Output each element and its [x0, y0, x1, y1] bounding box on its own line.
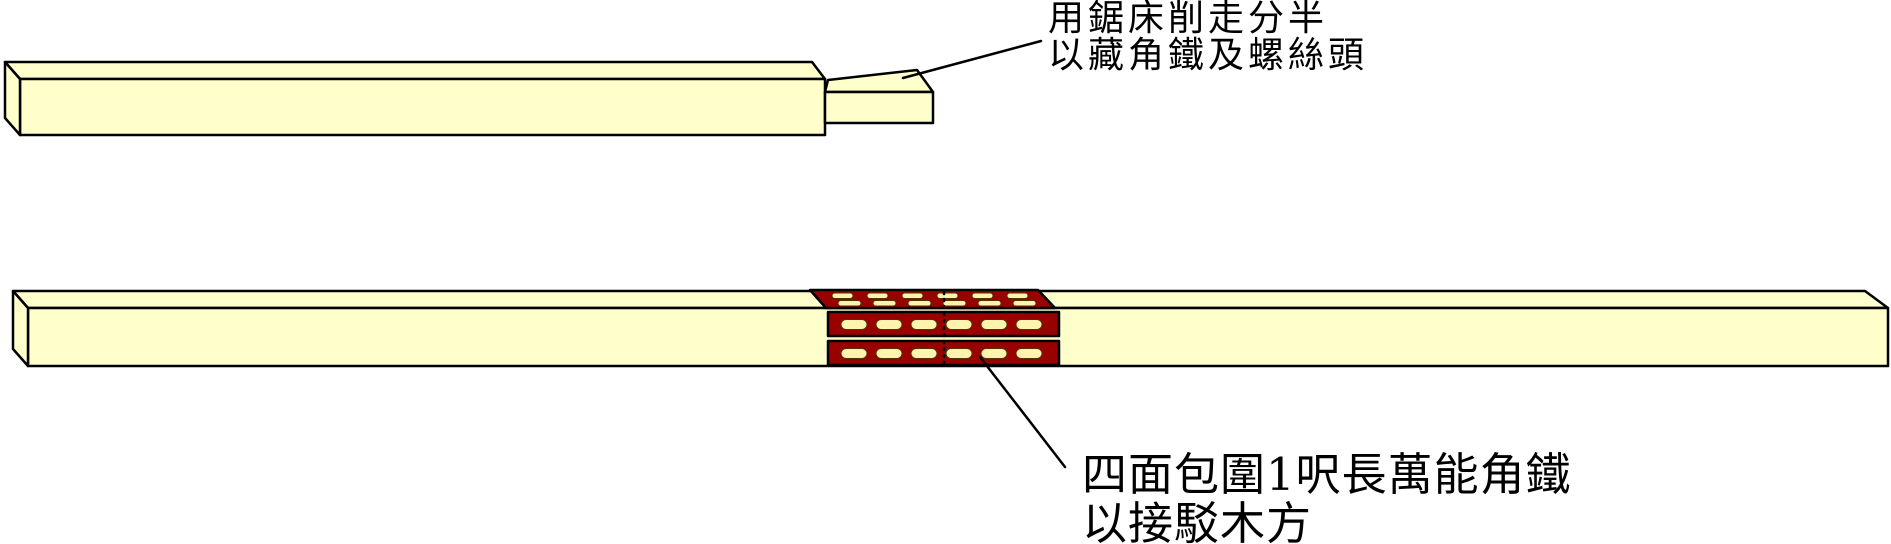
top-annotation-leader — [901, 39, 1043, 80]
bracket-lower-band-slots-slot — [980, 348, 1008, 359]
bracket-top-slot-row-front-slot — [942, 300, 967, 307]
bottom-annotation-leader — [978, 355, 1067, 469]
top-annotation-line1: 用鋸床削走分半 — [1048, 0, 1329, 39]
top-annotation-line2: 以藏角鐵及螺絲頭 — [1048, 35, 1369, 76]
bracket-top-slot-row-back-slot — [971, 292, 994, 299]
bracket-upper-band-slots-slot — [910, 319, 938, 330]
bracket-upper-band-slots-slot — [875, 319, 903, 330]
bracket-lower-band-slots-slot — [1015, 348, 1043, 359]
bracket-top-slot-row-back-slot — [936, 292, 959, 299]
bracket-top-slot-row-back-slot — [901, 292, 924, 299]
top-annotation: 用鋸床削走分半 以藏角鐵及螺絲頭 — [1048, 0, 1368, 74]
bottom-annotation-line1: 四面包圍1呎長萬能角鐵 — [1082, 448, 1572, 501]
bracket-lower-band-slots-slot — [910, 348, 938, 359]
bracket-top-slot-row-front-slot — [872, 300, 897, 307]
bracket-top-slot-row-front-slot — [837, 300, 862, 307]
bracket-top-slot-row-front-slot — [977, 300, 1002, 307]
bracket-lower-band-slots-slot — [840, 348, 868, 359]
bracket-top-slot-row-front-slot — [907, 300, 932, 307]
bracket-upper-band-slots-slot — [1015, 319, 1043, 330]
top-beam-top-face — [3, 60, 827, 81]
top-beam-front-face — [18, 77, 827, 137]
bracket-upper-band-slots-slot — [980, 319, 1008, 330]
top-beam-left-end-face — [3, 60, 22, 137]
bottom-beam-left-end-face — [11, 289, 30, 368]
top-beam-notch-front-face — [823, 90, 935, 125]
bracket-lower-band-slots-slot — [875, 348, 903, 359]
bracket-top-slot-row-back-slot — [831, 292, 854, 299]
bracket-lower-band-slots-slot — [945, 348, 973, 359]
bottom-annotation-line2: 以接駁木方 — [1082, 497, 1313, 544]
bracket-top-slot-row-back-slot — [1006, 292, 1029, 299]
bracket-upper-band-slots-slot — [840, 319, 868, 330]
bracket-top-slot-row-back-slot — [866, 292, 889, 299]
bracket-top-slot-row-front-slot — [1012, 300, 1037, 307]
bottom-annotation: 四面包圍1呎長萬能角鐵 以接駁木方 — [1082, 450, 1572, 544]
bracket-upper-band-slots-slot — [945, 319, 973, 330]
